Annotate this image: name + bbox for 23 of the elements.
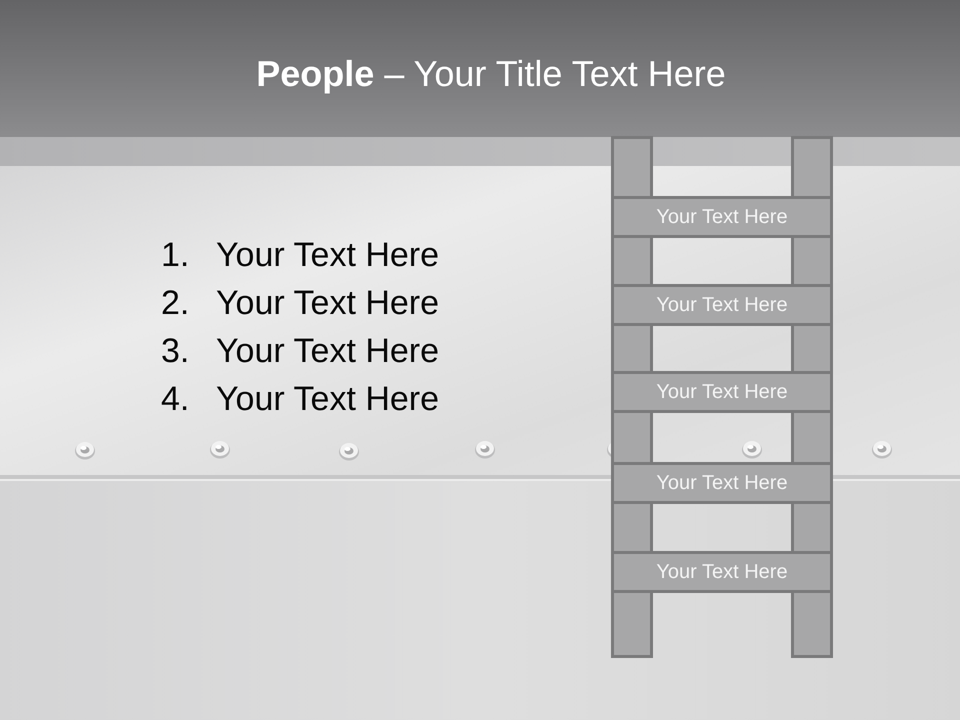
list-item-text: Your Text Here xyxy=(216,331,440,372)
list-number: 2. xyxy=(161,283,190,324)
ladder-rail-segment xyxy=(611,590,653,658)
ladder-rail-segment xyxy=(791,590,833,658)
ladder-rail-segment xyxy=(611,136,653,199)
list-number: 1. xyxy=(161,235,190,276)
ladder-rung xyxy=(611,551,833,593)
slide-title: People – Your Title Text Here xyxy=(256,52,726,96)
list-number: 3. xyxy=(161,331,190,372)
rung-text: Your Text Here xyxy=(656,560,788,584)
ladder-rail-segment xyxy=(791,136,833,199)
ladder-rung xyxy=(611,462,833,504)
ladder-rung xyxy=(611,371,833,413)
rung-text: Your Text Here xyxy=(656,471,788,495)
list-number: 4. xyxy=(161,379,190,420)
ladder-rung xyxy=(611,196,833,238)
list-item-text: Your Text Here xyxy=(216,379,440,420)
rung-text: Your Text Here xyxy=(656,293,788,317)
ladder-rung xyxy=(611,284,833,326)
list-item-text: Your Text Here xyxy=(216,283,440,324)
rung-text: Your Text Here xyxy=(656,380,788,404)
rung-text: Your Text Here xyxy=(656,205,788,229)
list-item-text: Your Text Here xyxy=(216,235,440,276)
